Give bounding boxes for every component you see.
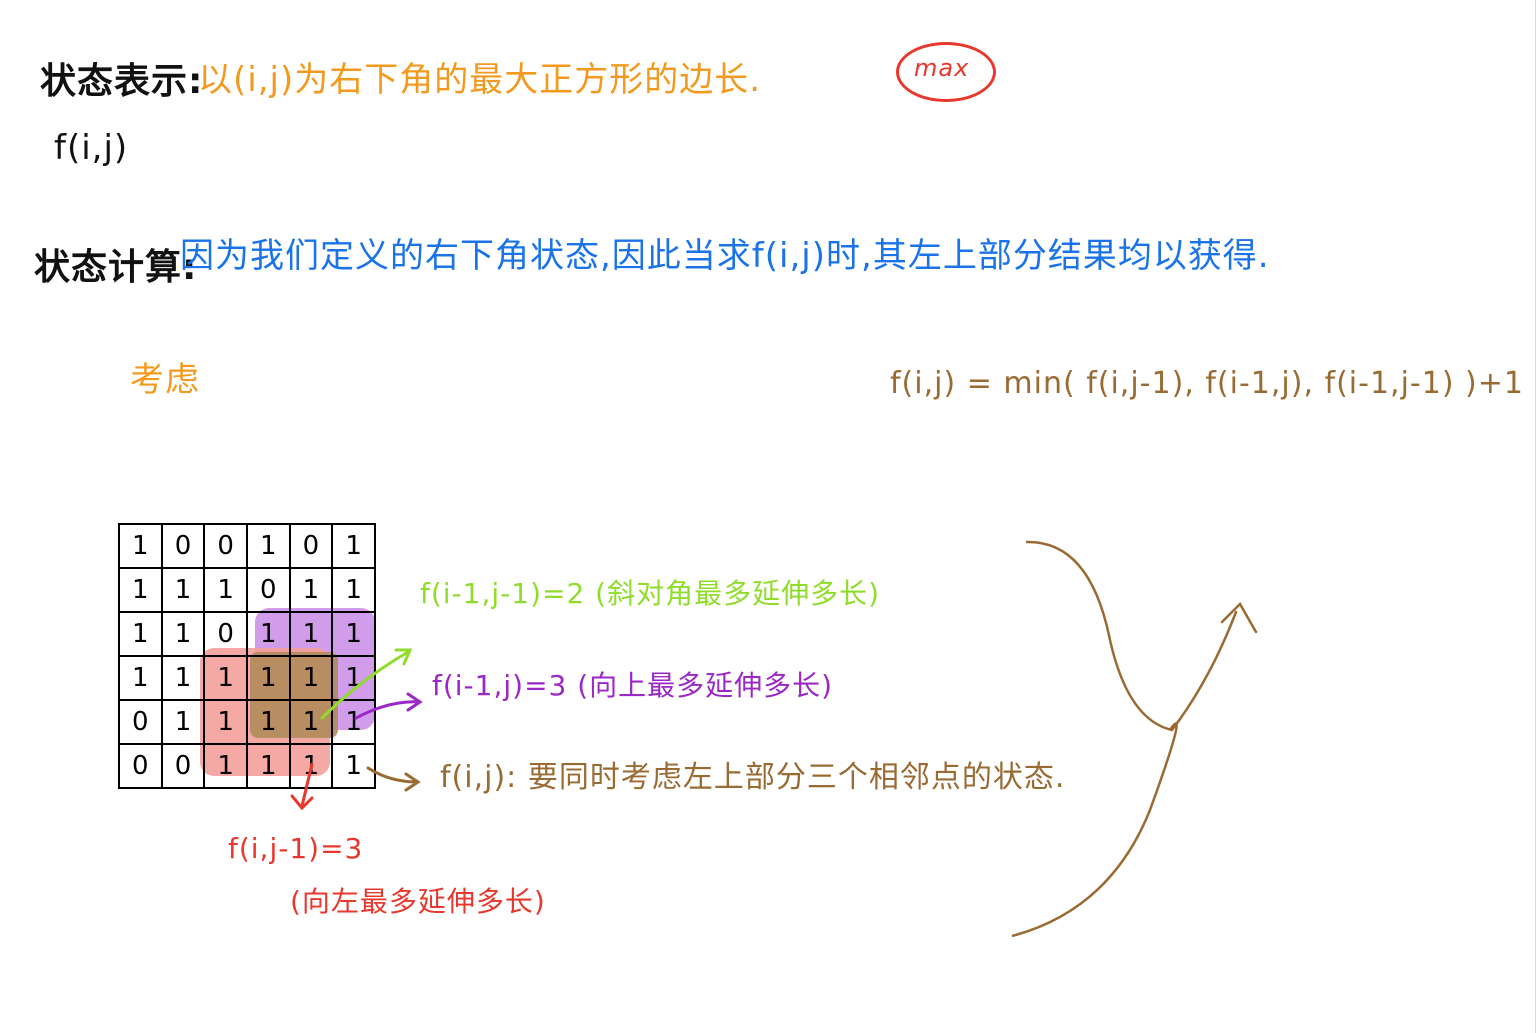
grid-cell: 0: [203, 611, 248, 657]
grid-cell: 1: [203, 567, 248, 613]
grid-cell: 1: [203, 699, 248, 745]
grid-cell: 1: [331, 523, 376, 569]
grid-cell: 1: [160, 567, 206, 613]
grid-cell: 1: [160, 611, 206, 657]
grid-cell: 1: [203, 743, 248, 789]
grid-cell: 1: [288, 655, 334, 701]
grid-cell: 1: [288, 611, 334, 657]
grid-cell: 1: [245, 523, 291, 569]
grid-cell: 1: [331, 567, 376, 613]
brown-arrow: [366, 766, 421, 792]
grid-cell: 0: [245, 567, 291, 613]
purple-arrow: [354, 692, 423, 720]
state-title: 状态表示:: [40, 61, 204, 102]
grid-cell: 1: [288, 743, 334, 789]
consider-label: 考虑: [130, 360, 200, 400]
grid-cell: 1: [288, 699, 334, 745]
state-description: 以(i,j)为右下角的最大正方形的边长.: [198, 60, 762, 100]
grid-cell: 0: [118, 699, 163, 745]
grid-cell: 1: [118, 523, 163, 569]
max-note-circle: [896, 42, 996, 102]
label-left-function: f(i,j-1)=3: [228, 832, 364, 865]
grid-cell: 0: [160, 523, 206, 569]
grid-cell: 1: [245, 743, 291, 789]
grid-cell: 1: [288, 567, 334, 613]
grid-cell: 1: [160, 655, 206, 701]
grid-cell: 1: [245, 655, 291, 701]
brown-up-arrow: [1170, 601, 1258, 732]
label-left-description: (向左最多延伸多长): [290, 885, 546, 918]
calc-title: 状态计算:: [34, 247, 198, 288]
grid-cell: 1: [118, 567, 163, 613]
label-diagonal: f(i-1,j-1)=2 (斜对角最多延伸多长): [420, 577, 881, 610]
green-arrow: [320, 648, 413, 720]
grid-cell: 1: [331, 699, 376, 745]
grid-cell: 1: [118, 611, 163, 657]
label-current: f(i,j): 要同时考虑左上部分三个相邻点的状态.: [440, 760, 1066, 795]
grid-cell: 1: [160, 699, 206, 745]
grid-cell: 0: [203, 523, 248, 569]
calc-description: 因为我们定义的右下角状态,因此当求f(i,j)时,其左上部分结果均以获得.: [180, 236, 1270, 276]
brown-merge-curve-bottom: [1011, 722, 1178, 938]
max-note: max: [914, 54, 970, 82]
grid-cell: 1: [245, 611, 291, 657]
formula: f(i,j) = min( f(i,j-1), f(i-1,j), f(i-1,…: [890, 366, 1524, 401]
red-arrow: [290, 762, 314, 811]
grid-cell: 1: [118, 655, 163, 701]
state-function: f(i,j): [54, 128, 129, 168]
brown-merge-curve-top: [1025, 540, 1173, 732]
grid-cell: 0: [118, 743, 163, 789]
grid-cell: 1: [245, 699, 291, 745]
grid-cell: 0: [160, 743, 206, 789]
grid-cell: 1: [331, 611, 376, 657]
label-up: f(i-1,j)=3 (向上最多延伸多长): [432, 669, 834, 702]
grid-cell: 0: [288, 523, 334, 569]
grid-cell: 1: [203, 655, 248, 701]
grid-cell: 1: [331, 743, 376, 789]
